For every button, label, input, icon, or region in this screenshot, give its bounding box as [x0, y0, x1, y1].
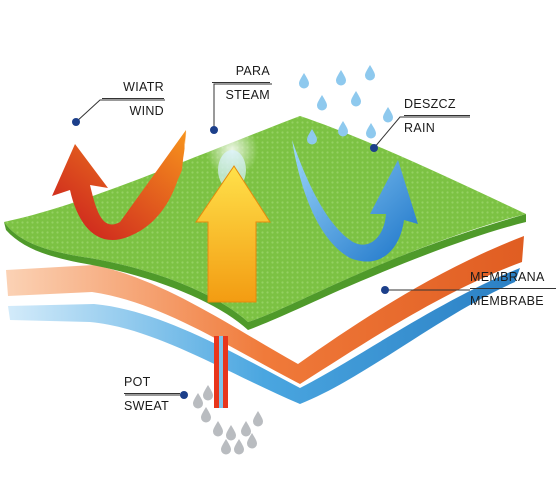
rain-label-en: RAIN: [404, 121, 436, 135]
rain-leader-dot: [370, 144, 378, 152]
steam-label-pl: PARA: [212, 64, 270, 83]
inner-layer: [8, 268, 520, 404]
wind-label-pl: WIATR: [102, 80, 164, 99]
sweat-label-en: SWEAT: [124, 399, 170, 413]
steam-arrow: [195, 165, 271, 303]
rain-label-pl: DESZCZ: [404, 97, 470, 116]
leader-dots: [72, 118, 389, 399]
rain-drops: [299, 65, 393, 145]
wind-arrow: [52, 130, 187, 241]
wind-leader-dot: [72, 118, 80, 126]
leader-lines: [75, 83, 470, 396]
wind-label-en: WIND: [129, 104, 164, 118]
membrane-label-en: MEMBRABE: [470, 294, 544, 308]
sweat-label-pl: POT: [124, 375, 180, 394]
steam-leader-dot: [210, 126, 218, 134]
steam-label-en: STEAM: [225, 88, 270, 102]
membrane-layer: [6, 236, 524, 384]
sweat-leader-dot: [180, 391, 188, 399]
membrane-leader-dot: [381, 286, 389, 294]
rain-arrow: [292, 140, 418, 262]
membrane-label-pl: MEMBRANA: [470, 270, 556, 289]
